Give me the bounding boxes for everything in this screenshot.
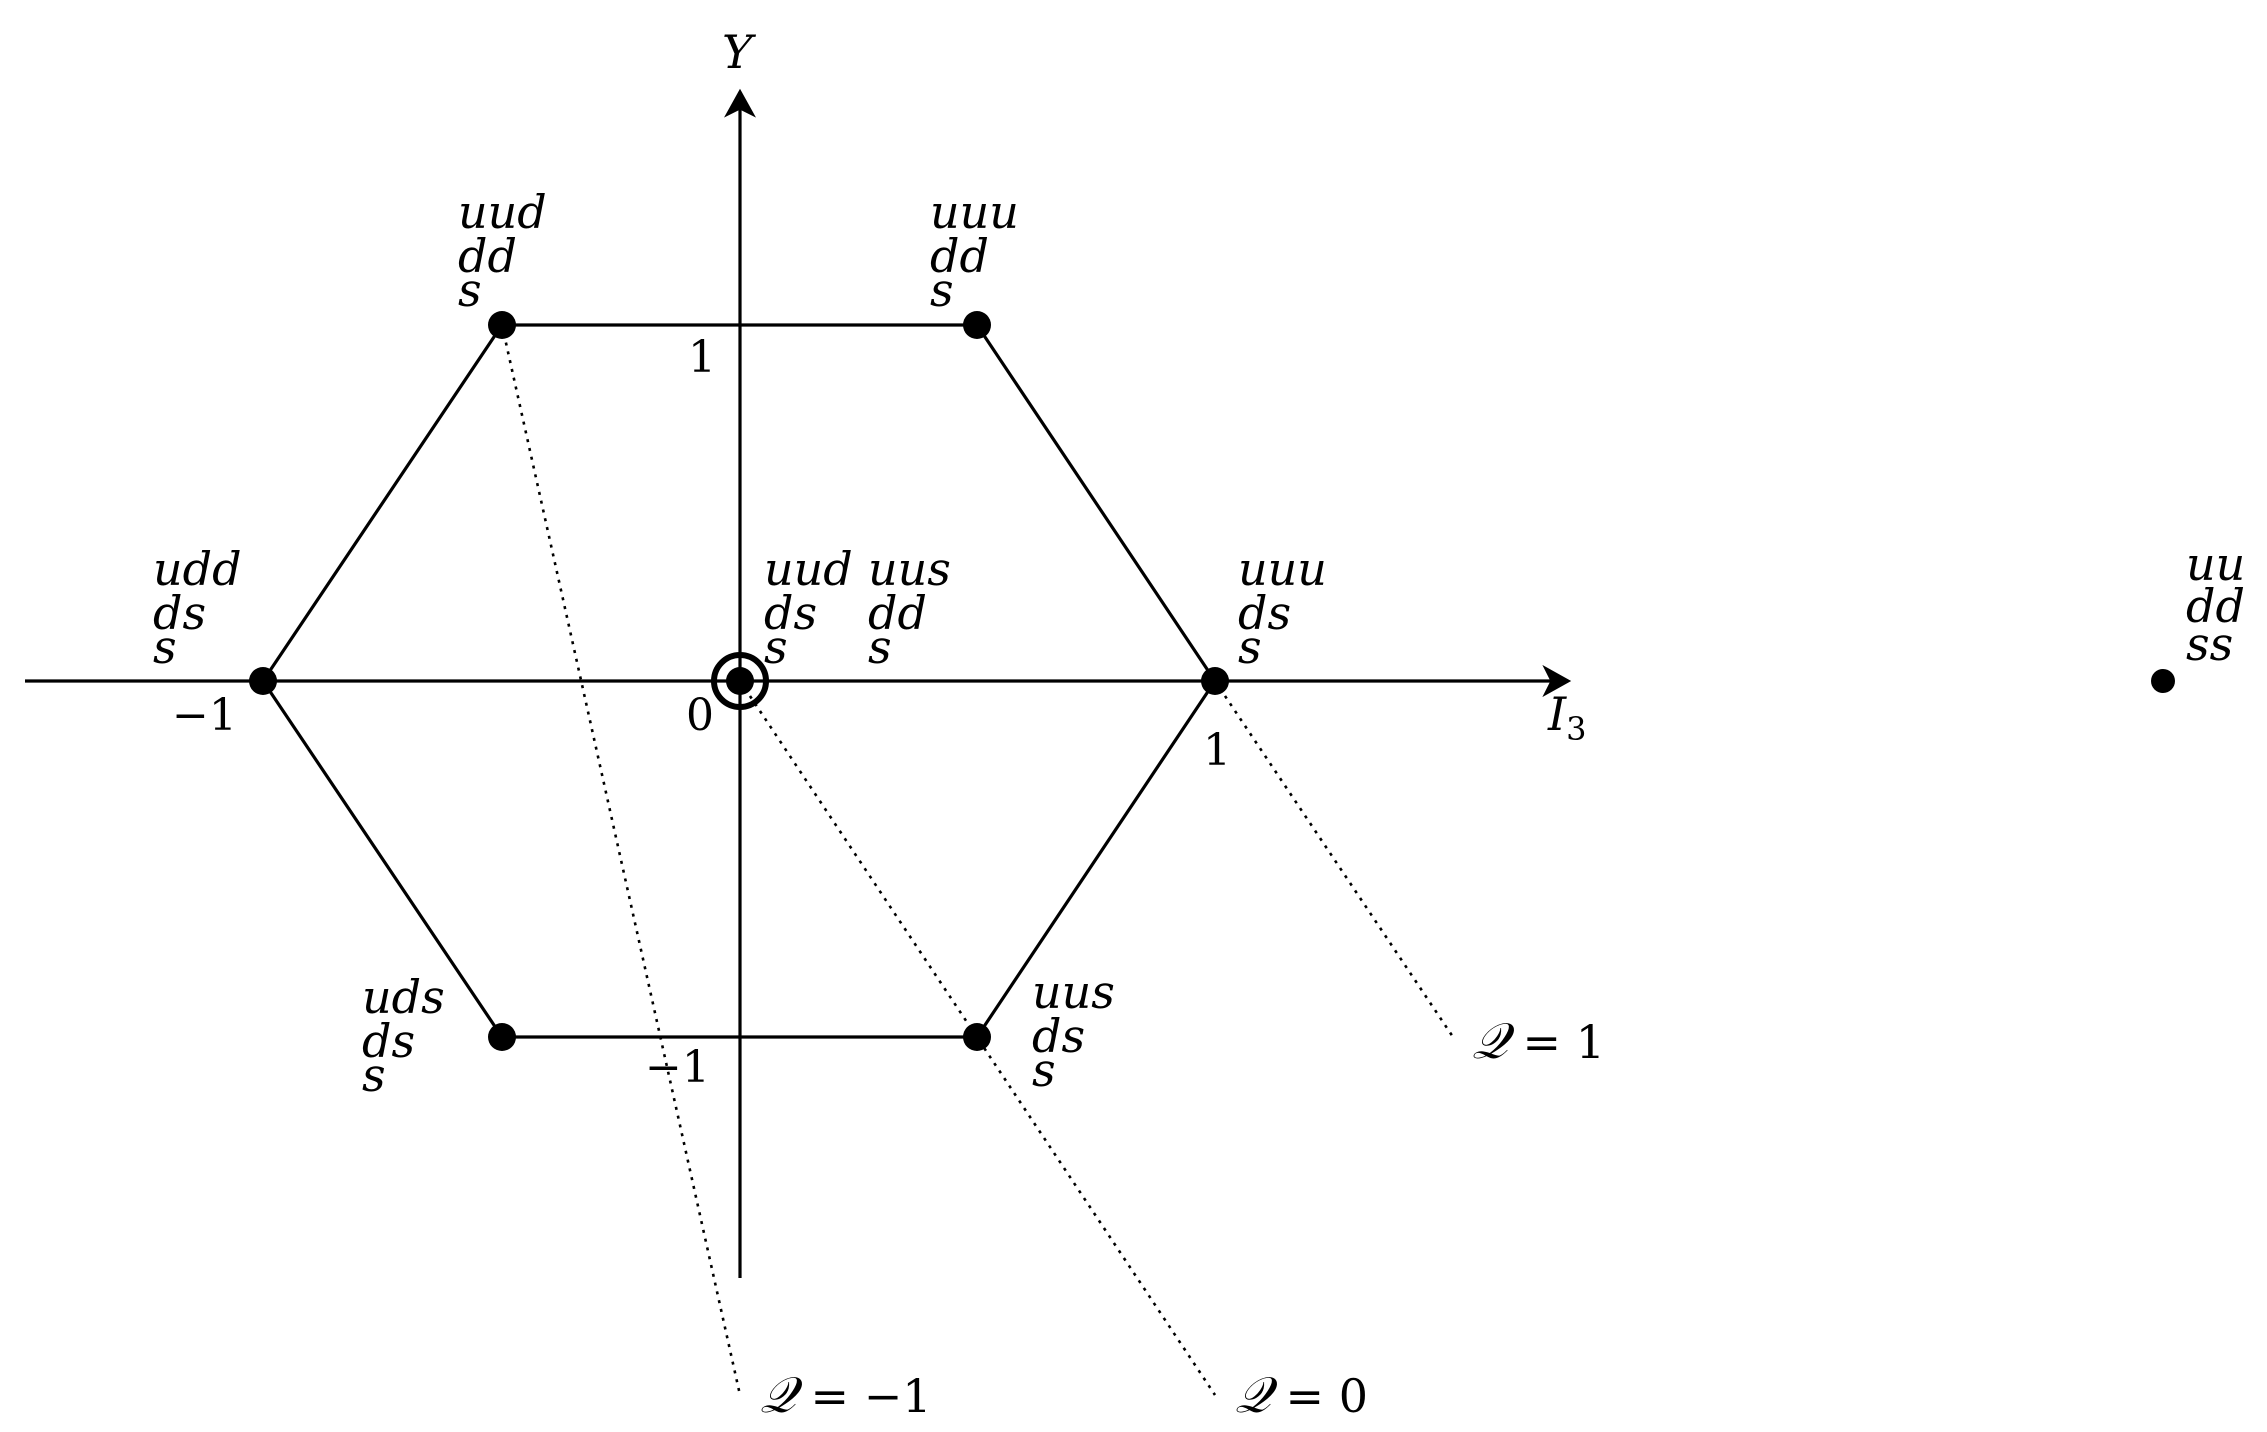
- state-label-far-right: uu dd ss: [2186, 537, 2245, 671]
- origin-label: 0: [686, 690, 714, 741]
- svg-text:s: s: [1032, 1043, 1056, 1097]
- svg-text:ds: ds: [362, 1014, 415, 1068]
- state-label-left: udd ds s: [153, 542, 242, 674]
- y-axis-label: Y: [722, 25, 757, 79]
- tick-x-pos: 1: [1203, 725, 1231, 776]
- svg-text:uus: uus: [868, 542, 951, 596]
- state-point-bottom-right: [963, 1023, 991, 1051]
- svg-text:ds: ds: [764, 586, 817, 640]
- state-label-top-left: uud dd s: [458, 185, 547, 317]
- hexagon-outline: [261, 323, 1217, 1039]
- x-axis-label: I3: [1547, 687, 1587, 748]
- charge-label-q-minus-1: 𝒬 = −1: [760, 1366, 932, 1424]
- svg-text:uds: uds: [362, 970, 445, 1024]
- state-point-right: [1201, 667, 1229, 695]
- charge-label-q-1: 𝒬 = 1: [1472, 1012, 1605, 1070]
- state-label-right: uuu ds s: [1238, 542, 1327, 674]
- state-label-bottom-right: uus ds s: [1032, 965, 1115, 1097]
- svg-text:s: s: [764, 620, 788, 674]
- tick-y-pos: 1: [688, 332, 716, 383]
- svg-text:dd: dd: [868, 586, 927, 640]
- hexagon-edge-top-right: [975, 324, 1217, 682]
- svg-text:uud: uud: [764, 542, 853, 596]
- state-point-top-right: [963, 311, 991, 339]
- svg-text:ds: ds: [153, 586, 206, 640]
- svg-text:ds: ds: [1032, 1009, 1085, 1063]
- state-label-top-right: uuu dd s: [930, 185, 1019, 317]
- state-point-center-double: [711, 652, 769, 710]
- svg-text:dd: dd: [458, 229, 517, 283]
- svg-text:uu: uu: [2186, 537, 2245, 591]
- state-point-bottom-left: [488, 1023, 516, 1051]
- svg-text:s: s: [458, 263, 482, 317]
- svg-text:uus: uus: [1032, 965, 1115, 1019]
- state-label-center-a: uud ds s: [764, 542, 853, 674]
- svg-text:dd: dd: [930, 229, 989, 283]
- svg-text:ss: ss: [2186, 617, 2233, 671]
- svg-text:udd: udd: [153, 542, 242, 596]
- state-label-bottom-left: uds ds s: [362, 970, 445, 1102]
- svg-text:uuu: uuu: [1238, 542, 1327, 596]
- hexagon-edge-bottom-right: [975, 680, 1217, 1038]
- svg-text:s: s: [868, 620, 892, 674]
- charge-line-q-1: [1213, 680, 1457, 1041]
- svg-text:s: s: [930, 263, 954, 317]
- state-point-far-right: [2151, 669, 2175, 693]
- tick-y-neg: −1: [645, 1042, 710, 1093]
- svg-text:dd: dd: [2186, 579, 2245, 633]
- hexagon-edge-top-left: [261, 324, 504, 682]
- svg-text:s: s: [1238, 620, 1262, 674]
- svg-text:ds: ds: [1238, 586, 1291, 640]
- tick-x-neg: −1: [172, 690, 237, 741]
- charge-line-q-minus-1: [500, 324, 742, 1396]
- svg-text:s: s: [362, 1048, 386, 1102]
- hexagon-edge-bottom-left: [261, 680, 504, 1038]
- svg-text:uud: uud: [458, 185, 547, 239]
- state-point-top-left: [488, 311, 516, 339]
- svg-text:s: s: [153, 620, 177, 674]
- svg-text:uuu: uuu: [930, 185, 1019, 239]
- state-label-center-b: uus dd s: [868, 542, 951, 674]
- state-point-left: [249, 667, 277, 695]
- charge-label-q-0: 𝒬 = 0: [1235, 1366, 1368, 1424]
